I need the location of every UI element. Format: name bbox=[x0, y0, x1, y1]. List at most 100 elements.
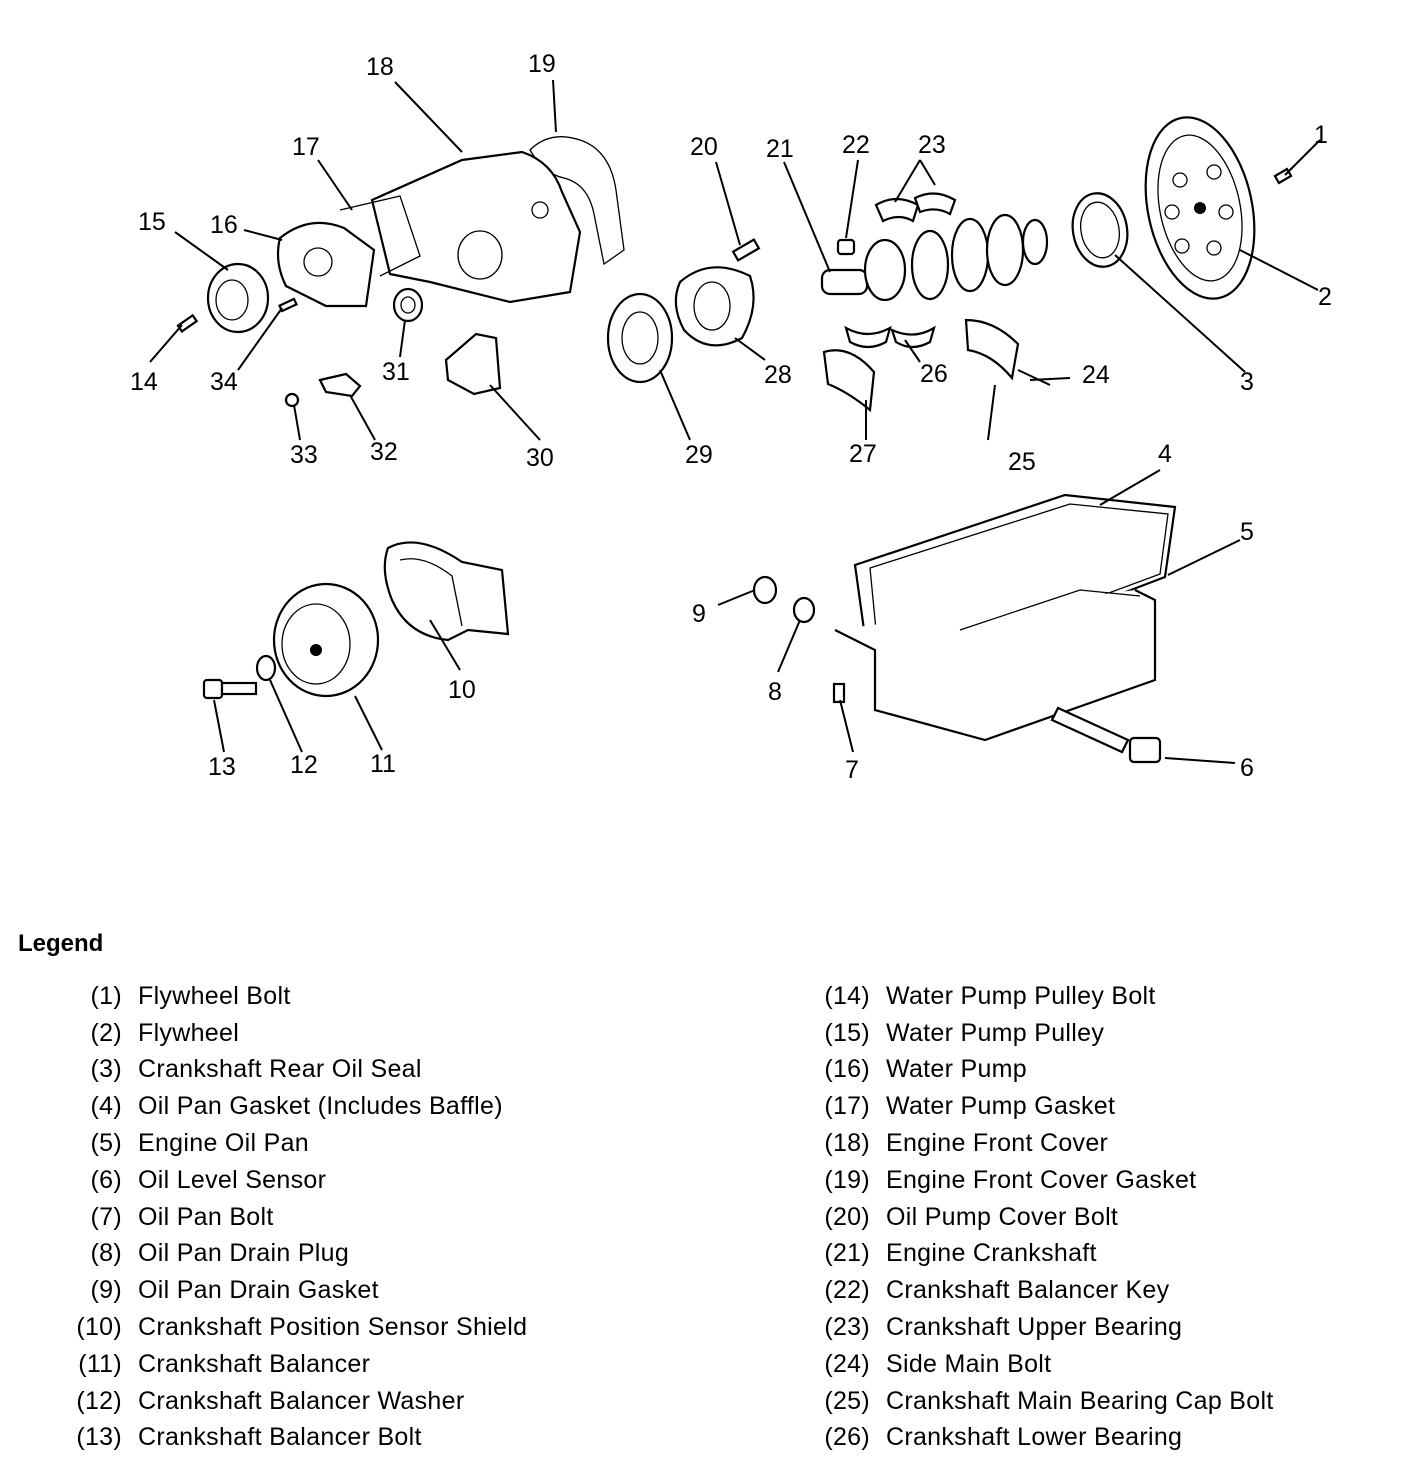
callout-26: 26 bbox=[920, 360, 948, 388]
legend-label: Crankshaft Balancer Key bbox=[886, 1276, 1170, 1305]
part-flywheel bbox=[1144, 116, 1256, 300]
part-oil-pump-cover-bolt bbox=[731, 238, 761, 262]
part-oil-pan-bolt bbox=[832, 682, 846, 704]
legend-label: Oil Pan Drain Gasket bbox=[138, 1276, 379, 1305]
legend-row: (20) Oil Pump Cover Bolt bbox=[808, 1199, 1274, 1236]
legend-row: (8)Oil Pan Drain Plug bbox=[60, 1236, 527, 1273]
legend-label: Flywheel bbox=[138, 1018, 240, 1047]
legend-row: (15)Water Pump Pulley bbox=[808, 1015, 1274, 1052]
legend-number: (16) bbox=[824, 1055, 870, 1084]
legend-row: (17) Water Pump Gasket bbox=[808, 1088, 1274, 1125]
legend-row: (12) Crankshaft Balancer Washer bbox=[60, 1383, 527, 1420]
legend-row: (23)Crankshaft Upper Bearing bbox=[808, 1309, 1274, 1346]
part-oil-pan bbox=[834, 493, 1177, 742]
callout-24: 24 bbox=[1082, 361, 1110, 389]
legend-row: (9)Oil Pan Drain Gasket bbox=[60, 1272, 527, 1309]
legend-number: (4) bbox=[90, 1092, 122, 1121]
part-bolt-33 bbox=[284, 392, 300, 408]
callout-21: 21 bbox=[766, 135, 794, 163]
legend-row: (7) Oil Pan Bolt bbox=[60, 1199, 527, 1236]
legend-label: Oil Pump Cover Bolt bbox=[886, 1202, 1119, 1231]
legend-row: (10)Crankshaft Position Sensor Shield bbox=[60, 1309, 527, 1346]
legend-column-right: (14)Water Pump Pulley Bolt (15)Water Pum… bbox=[808, 978, 1274, 1456]
legend-row: (13) Crankshaft Balancer Bolt bbox=[60, 1420, 527, 1457]
legend-number: (14) bbox=[824, 981, 870, 1010]
callout-numbers: 1 2 3 4 5 6 7 8 9 10 11 12 13 14 15 16 1… bbox=[130, 50, 1332, 784]
callout-10: 10 bbox=[448, 676, 476, 704]
callout-15: 15 bbox=[138, 208, 166, 236]
callout-23: 23 bbox=[918, 131, 946, 159]
callout-2: 2 bbox=[1318, 283, 1332, 311]
part-engine-front-cover bbox=[370, 150, 582, 304]
legend-row: (6) Oil Level Sensor bbox=[60, 1162, 527, 1199]
legend-number: (6) bbox=[90, 1165, 122, 1194]
callout-16: 16 bbox=[210, 211, 238, 239]
part-front-seal bbox=[392, 287, 424, 323]
exploded-engine-diagram: 1 2 3 4 5 6 7 8 9 10 11 12 13 14 15 16 1… bbox=[130, 50, 1332, 784]
part-sensor-bracket bbox=[444, 332, 502, 396]
part-rear-oil-seal bbox=[1071, 192, 1129, 268]
part-drain-plug bbox=[792, 596, 816, 624]
callout-31: 31 bbox=[382, 358, 410, 386]
legend-label: Oil Pan Gasket (Includes Baffle) bbox=[138, 1092, 503, 1121]
legend-row: (3)Crankshaft Rear Oil Seal bbox=[60, 1052, 527, 1089]
callout-11: 11 bbox=[370, 750, 396, 778]
legend-row: (26)Crankshaft Lower Bearing bbox=[808, 1420, 1274, 1457]
legend-label: Engine Oil Pan bbox=[138, 1129, 309, 1158]
callout-18: 18 bbox=[366, 53, 394, 81]
legend-number: (20) bbox=[824, 1202, 870, 1231]
callout-1: 1 bbox=[1314, 121, 1328, 149]
part-balancer-bolt bbox=[202, 678, 258, 700]
callout-22: 22 bbox=[842, 131, 870, 159]
legend-number: (7) bbox=[90, 1202, 122, 1231]
legend-label: Flywheel Bolt bbox=[138, 981, 291, 1010]
legend-label: Water Pump Gasket bbox=[886, 1092, 1116, 1121]
legend-label: Crankshaft Balancer Washer bbox=[138, 1386, 465, 1415]
legend-row: (24)Side Main Bolt bbox=[808, 1346, 1274, 1383]
legend-number: (11) bbox=[78, 1349, 122, 1378]
part-drain-gasket bbox=[752, 575, 778, 605]
legend-number: (15) bbox=[824, 1018, 870, 1047]
part-crank-balancer bbox=[272, 582, 380, 698]
part-water-pump-pulley-bolt bbox=[176, 313, 199, 333]
part-oil-pump-cover bbox=[674, 266, 755, 347]
callout-29: 29 bbox=[685, 441, 713, 469]
legend-label: Crankshaft Lower Bearing bbox=[886, 1423, 1183, 1452]
part-balancer-washer bbox=[255, 654, 277, 682]
legend-row: (2) Flywheel bbox=[60, 1015, 527, 1052]
legend-row: (11)Crankshaft Balancer bbox=[60, 1346, 527, 1383]
part-crank-sensor-shield bbox=[383, 541, 510, 642]
part-upper-bearings bbox=[874, 192, 957, 223]
legend-label: Crankshaft Rear Oil Seal bbox=[138, 1055, 422, 1084]
legend-number: (25) bbox=[824, 1386, 870, 1415]
legend-label: Oil Pan Bolt bbox=[138, 1202, 274, 1231]
legend-number: (17) bbox=[824, 1092, 870, 1121]
legend-label: Engine Crankshaft bbox=[886, 1239, 1097, 1268]
legend-label: Oil Level Sensor bbox=[138, 1165, 327, 1194]
legend-label: Water Pump Pulley Bolt bbox=[886, 981, 1156, 1010]
legend-row: (1) Flywheel Bolt bbox=[60, 978, 527, 1015]
part-lower-bearings bbox=[822, 318, 1051, 441]
legend-number: (2) bbox=[90, 1018, 122, 1047]
legend-label: Crankshaft Balancer Bolt bbox=[138, 1423, 422, 1452]
legend-number: (5) bbox=[90, 1129, 122, 1158]
legend-label: Crankshaft Upper Bearing bbox=[886, 1313, 1183, 1342]
legend-number: (13) bbox=[76, 1423, 122, 1452]
legend-number: (12) bbox=[76, 1386, 122, 1415]
callout-4: 4 bbox=[1158, 440, 1172, 468]
legend-number: (18) bbox=[824, 1129, 870, 1158]
callout-3: 3 bbox=[1240, 368, 1254, 396]
legend-label: Crankshaft Main Bearing Cap Bolt bbox=[886, 1386, 1274, 1415]
legend-label: Water Pump bbox=[886, 1055, 1028, 1084]
part-drawings bbox=[176, 116, 1293, 764]
legend-row: (4) Oil Pan Gasket (Includes Baffle) bbox=[60, 1088, 527, 1125]
callout-14: 14 bbox=[130, 368, 158, 396]
callout-17: 17 bbox=[292, 133, 320, 161]
callout-7: 7 bbox=[845, 756, 859, 784]
legend-title: Legend bbox=[18, 930, 104, 957]
part-oil-pump-gear bbox=[606, 292, 674, 384]
part-water-pump-pulley bbox=[206, 262, 270, 334]
legend-row: (5) Engine Oil Pan bbox=[60, 1125, 527, 1162]
legend-number: (1) bbox=[90, 981, 122, 1010]
legend-label: Engine Front Cover Gasket bbox=[886, 1165, 1197, 1194]
